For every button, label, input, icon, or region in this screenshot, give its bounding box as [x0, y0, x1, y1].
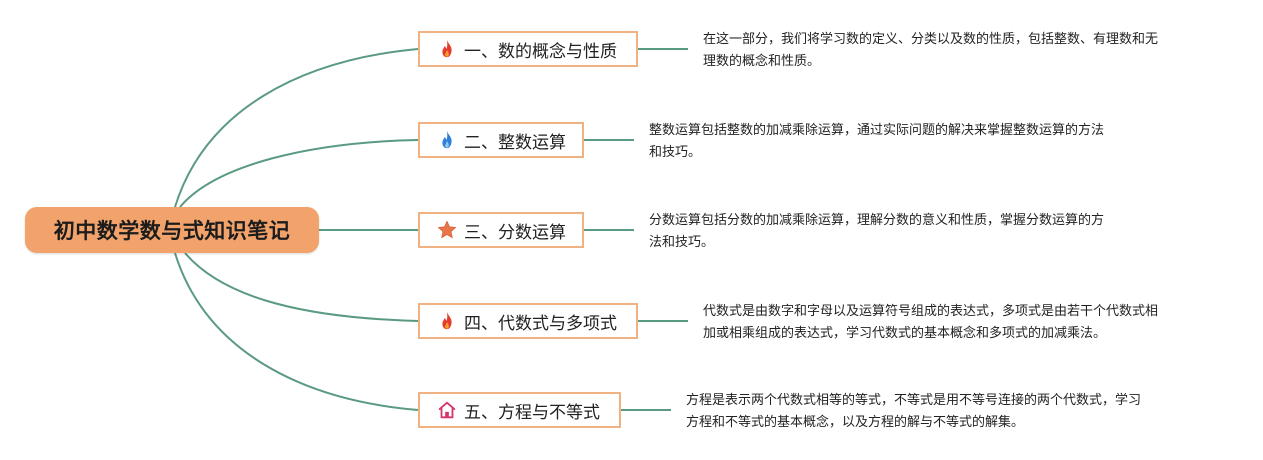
- connector-root-branch-1: [174, 48, 419, 208]
- description-line: 方程是表示两个代数式相等的等式，不等式是用不等号连接的两个代数式，学习: [686, 393, 1142, 408]
- branch-topic-4[interactable]: 四、代数式与多项式: [418, 303, 638, 339]
- description-line: 理数的概念和性质。: [703, 54, 821, 69]
- branch-description-2: 整数运算包括整数的加减乘除运算，通过实际问题的解决来掌握整数运算的方法 和技巧。: [649, 120, 1104, 164]
- fire-red-icon: [436, 38, 458, 60]
- branch-topic-2[interactable]: 二、整数运算: [418, 122, 584, 158]
- branch-topic-5[interactable]: 五、方程与不等式: [418, 392, 621, 428]
- connector-root-branch-5: [174, 252, 419, 411]
- description-line: 方程和不等式的基本概念，以及方程的解与不等式的解集。: [686, 415, 1025, 430]
- connector-root-branch-4: [184, 252, 419, 322]
- branch-topic-1[interactable]: 一、数的概念与性质: [418, 31, 638, 67]
- house-icon: [436, 399, 458, 421]
- branch-description-4: 代数式是由数字和字母以及运算符号组成的表达式，多项式是由若干个代数式相 加或相乘…: [703, 301, 1158, 345]
- root-topic[interactable]: 初中数学数与式知识笔记: [25, 207, 319, 253]
- connector-root-branch-2: [179, 139, 419, 208]
- description-line: 分数运算包括分数的加减乘除运算，理解分数的意义和性质，掌握分数运算的方: [649, 213, 1105, 228]
- branch-description-3: 分数运算包括分数的加减乘除运算，理解分数的意义和性质，掌握分数运算的方 法和技巧…: [649, 210, 1104, 254]
- branch-label-3: 三、分数运算: [464, 222, 566, 243]
- description-line: 整数运算包括整数的加减乘除运算，通过实际问题的解决来掌握整数运算的方法: [649, 123, 1105, 138]
- description-line: 法和技巧。: [649, 235, 715, 250]
- description-line: 加或相乘组成的表达式，学习代数式的基本概念和多项式的加减乘法。: [703, 326, 1107, 341]
- fire-red-icon: [436, 310, 458, 332]
- description-line: 在这一部分，我们将学习数的定义、分类以及数的性质，包括整数、有理数和无: [703, 32, 1159, 47]
- description-line: 和技巧。: [649, 145, 702, 160]
- branch-label-5: 五、方程与不等式: [464, 402, 600, 423]
- branch-label-2: 二、整数运算: [464, 132, 566, 153]
- branch-label-4: 四、代数式与多项式: [464, 313, 617, 334]
- branch-label-1: 一、数的概念与性质: [464, 41, 617, 62]
- star-icon: [436, 219, 458, 241]
- description-line: 代数式是由数字和字母以及运算符号组成的表达式，多项式是由若干个代数式相: [703, 304, 1159, 319]
- branch-description-5: 方程是表示两个代数式相等的等式，不等式是用不等号连接的两个代数式，学习 方程和不…: [686, 390, 1141, 434]
- branch-description-1: 在这一部分，我们将学习数的定义、分类以及数的性质，包括整数、有理数和无 理数的概…: [703, 29, 1158, 73]
- branch-topic-3[interactable]: 三、分数运算: [418, 212, 584, 248]
- fire-blue-icon: [436, 129, 458, 151]
